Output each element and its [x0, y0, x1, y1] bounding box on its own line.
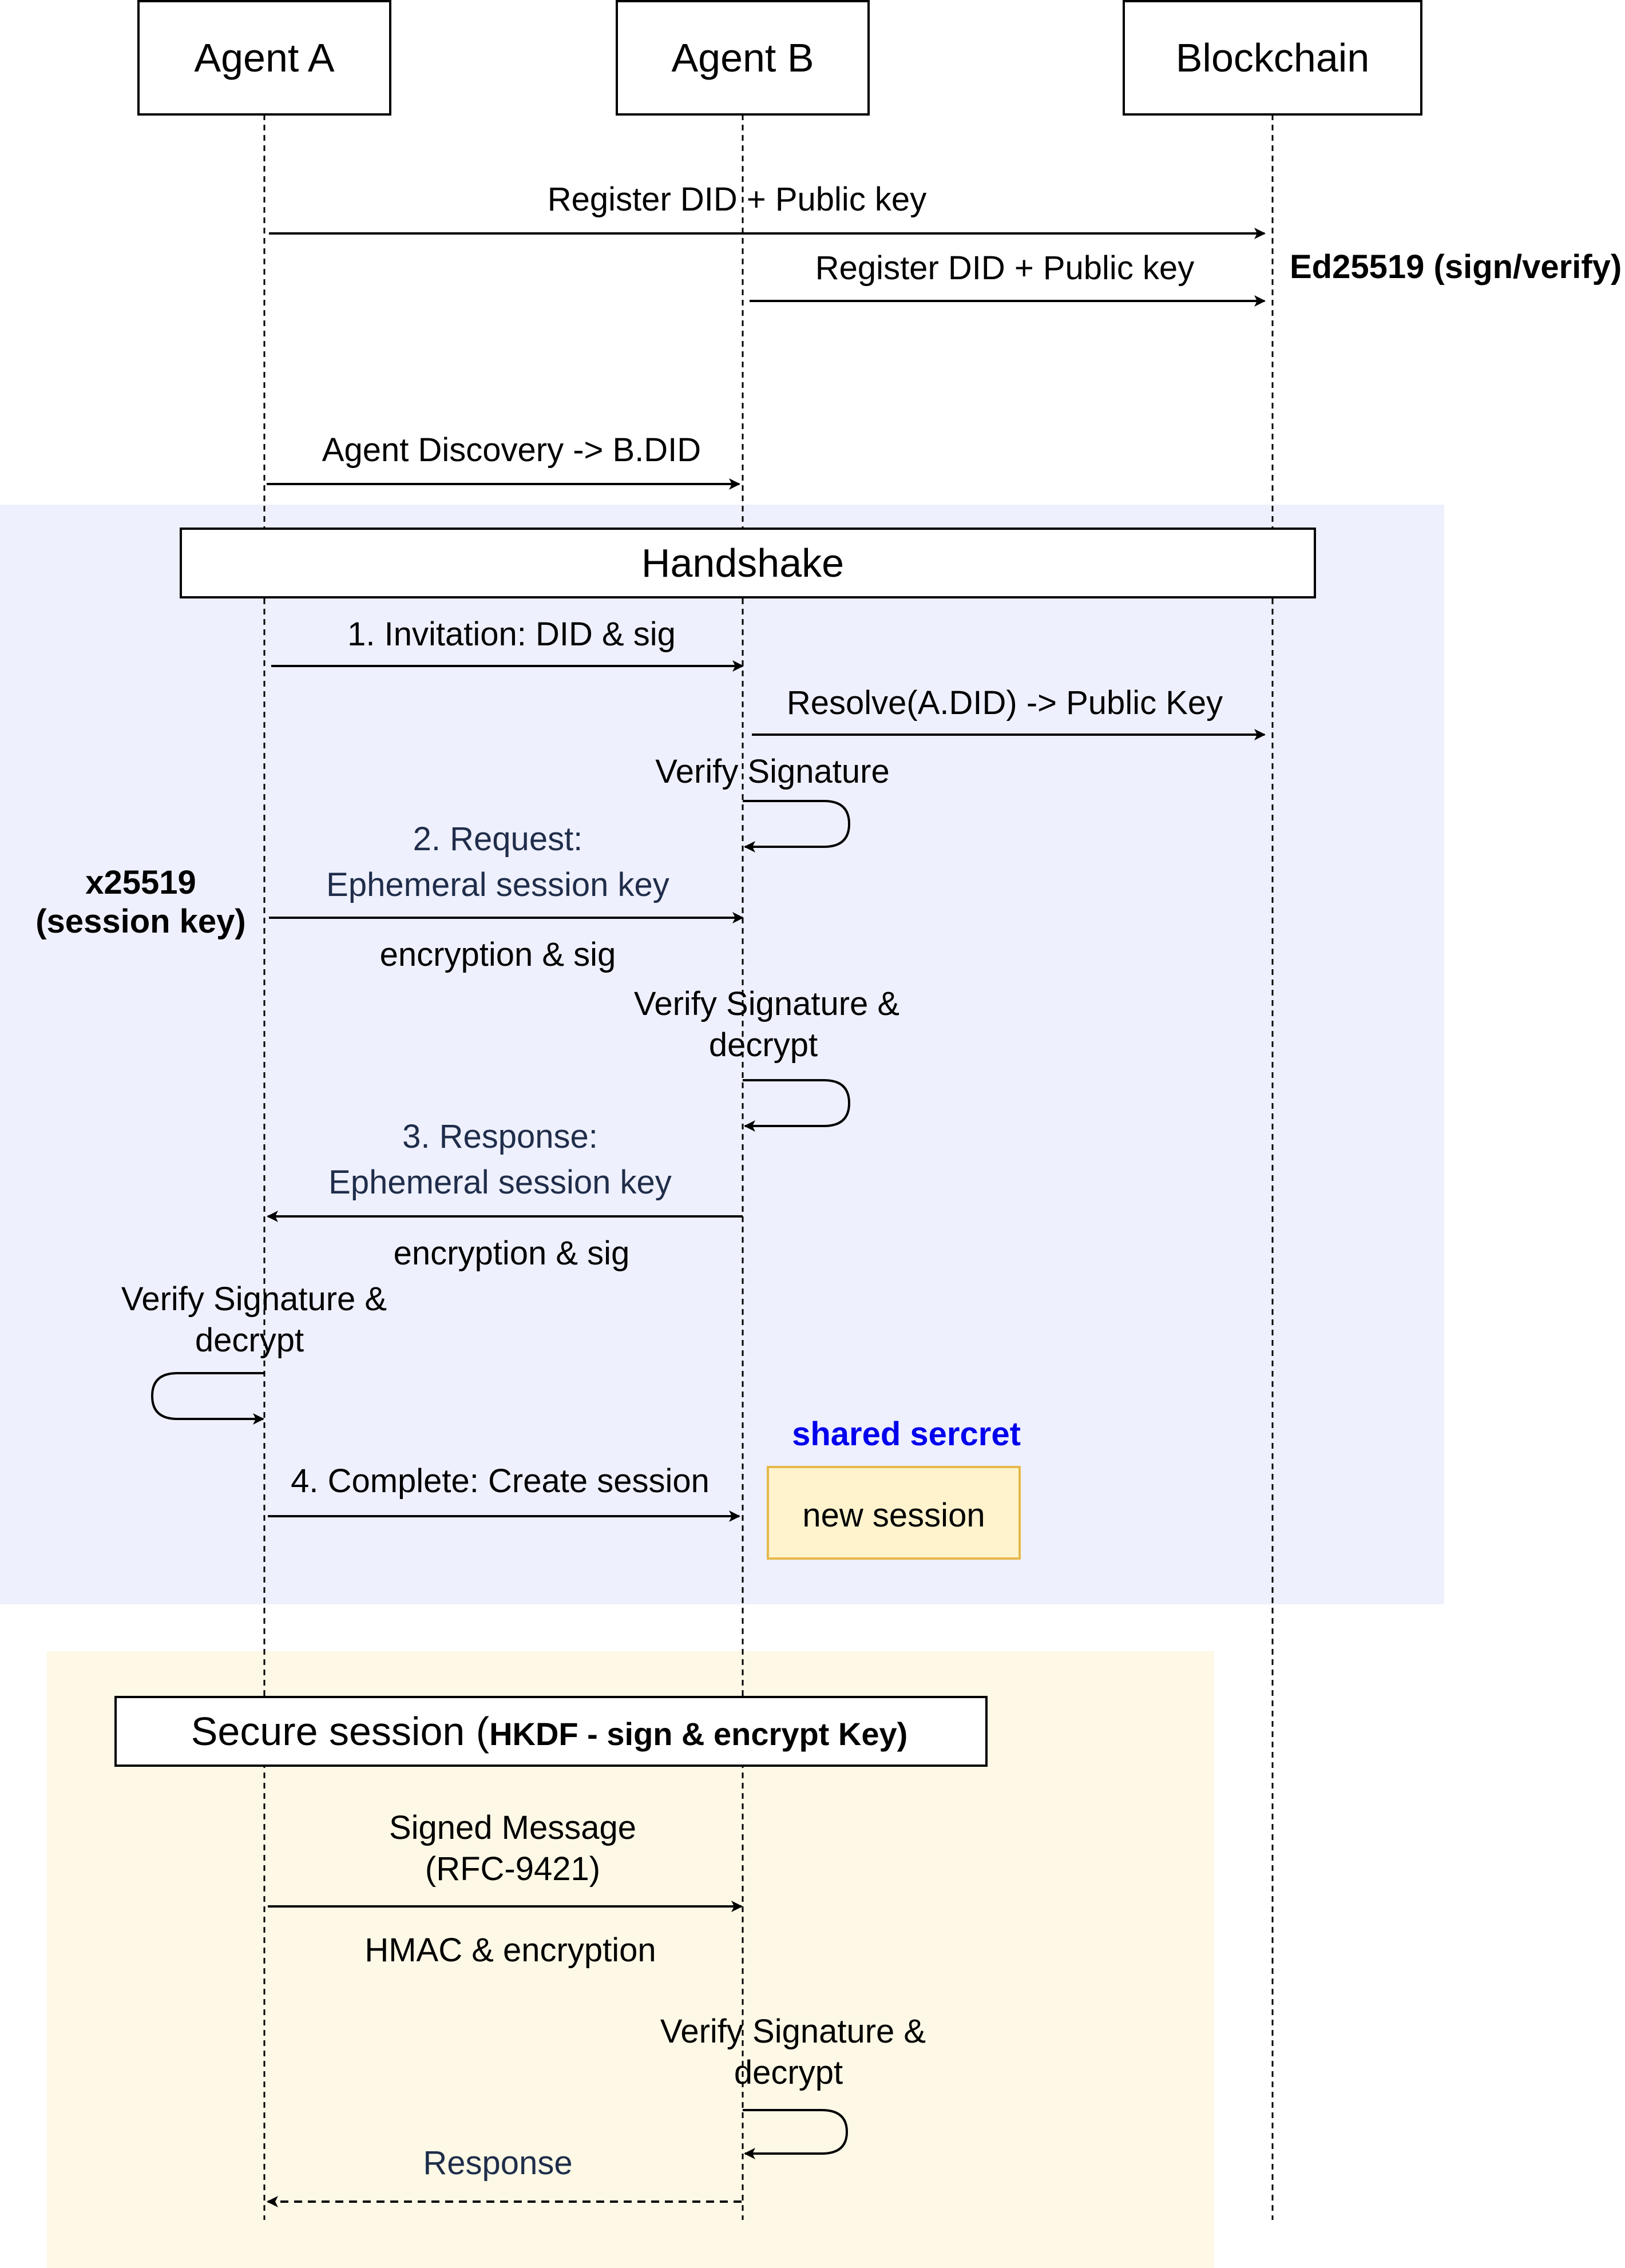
svg-text:new session: new session — [802, 1497, 985, 1534]
signed-message-line2: (RFC-9421) — [425, 1850, 600, 1888]
request-sub-label: encryption & sig — [380, 936, 616, 973]
response-label-line2: Ephemeral session key — [328, 1164, 672, 1201]
ed25519-note: Ed25519 (sign/verify) — [1290, 248, 1622, 286]
register-b-label: Register DID + Public key — [815, 249, 1194, 287]
participant-agent-a: Agent A — [137, 0, 391, 116]
verify-decrypt-b2-loop — [743, 2109, 849, 2159]
invitation-label: 1. Invitation: DID & sig — [347, 616, 676, 653]
response-label-line1: 3. Response: — [402, 1118, 598, 1155]
verify-decrypt-b2-line1: Verify Signature & — [660, 2013, 926, 2050]
verify-signature-loop — [743, 800, 851, 853]
x25519-note-line1: x25519 — [85, 864, 196, 901]
response-sub-label: encryption & sig — [394, 1235, 630, 1272]
verify-decrypt-b2-line2: decrypt — [734, 2054, 843, 2091]
verify-decrypt-a-line2: decrypt — [195, 1322, 304, 1359]
register-a-label: Register DID + Public key — [548, 181, 926, 218]
secure-session-header: Secure session (HKDF - sign & encrypt Ke… — [114, 1696, 988, 1767]
verify-decrypt-b1-loop — [743, 1079, 851, 1132]
signed-message-sub: HMAC & encryption — [364, 1932, 656, 1969]
svg-text:Agent B: Agent B — [671, 35, 814, 80]
shared-secret-label: shared sercret — [792, 1415, 1021, 1453]
verify-decrypt-b1-line2: decrypt — [709, 1026, 818, 1064]
verify-signature-label: Verify Signature — [655, 753, 889, 790]
handshake-header: Handshake — [180, 528, 1316, 598]
svg-text:Agent A: Agent A — [194, 35, 335, 80]
request-label-line1: 2. Request: — [413, 820, 583, 858]
discovery-label: Agent Discovery -> B.DID — [322, 431, 701, 469]
complete-label: 4. Complete: Create session — [291, 1462, 710, 1500]
resolve-label: Resolve(A.DID) -> Public Key — [787, 684, 1223, 721]
x25519-note-line2: (session key) — [35, 903, 246, 940]
new-session-box: new session — [767, 1466, 1021, 1560]
verify-decrypt-a-loop — [150, 1372, 264, 1425]
svg-text:Secure session (HKDF - sign &: Secure session (HKDF - sign & encrypt Ke… — [191, 1709, 908, 1754]
participant-agent-b: Agent B — [616, 0, 870, 116]
verify-decrypt-a-line1: Verify Signature & — [121, 1280, 387, 1318]
request-label-line2: Ephemeral session key — [326, 866, 669, 903]
svg-text:Blockchain: Blockchain — [1176, 35, 1370, 80]
svg-text:Handshake: Handshake — [641, 541, 844, 585]
final-response-label: Response — [423, 2144, 572, 2182]
participant-blockchain: Blockchain — [1123, 0, 1422, 116]
signed-message-line1: Signed Message — [389, 1809, 636, 1846]
handshake-region — [0, 505, 1444, 1604]
verify-decrypt-b1-line1: Verify Signature & — [634, 985, 899, 1022]
